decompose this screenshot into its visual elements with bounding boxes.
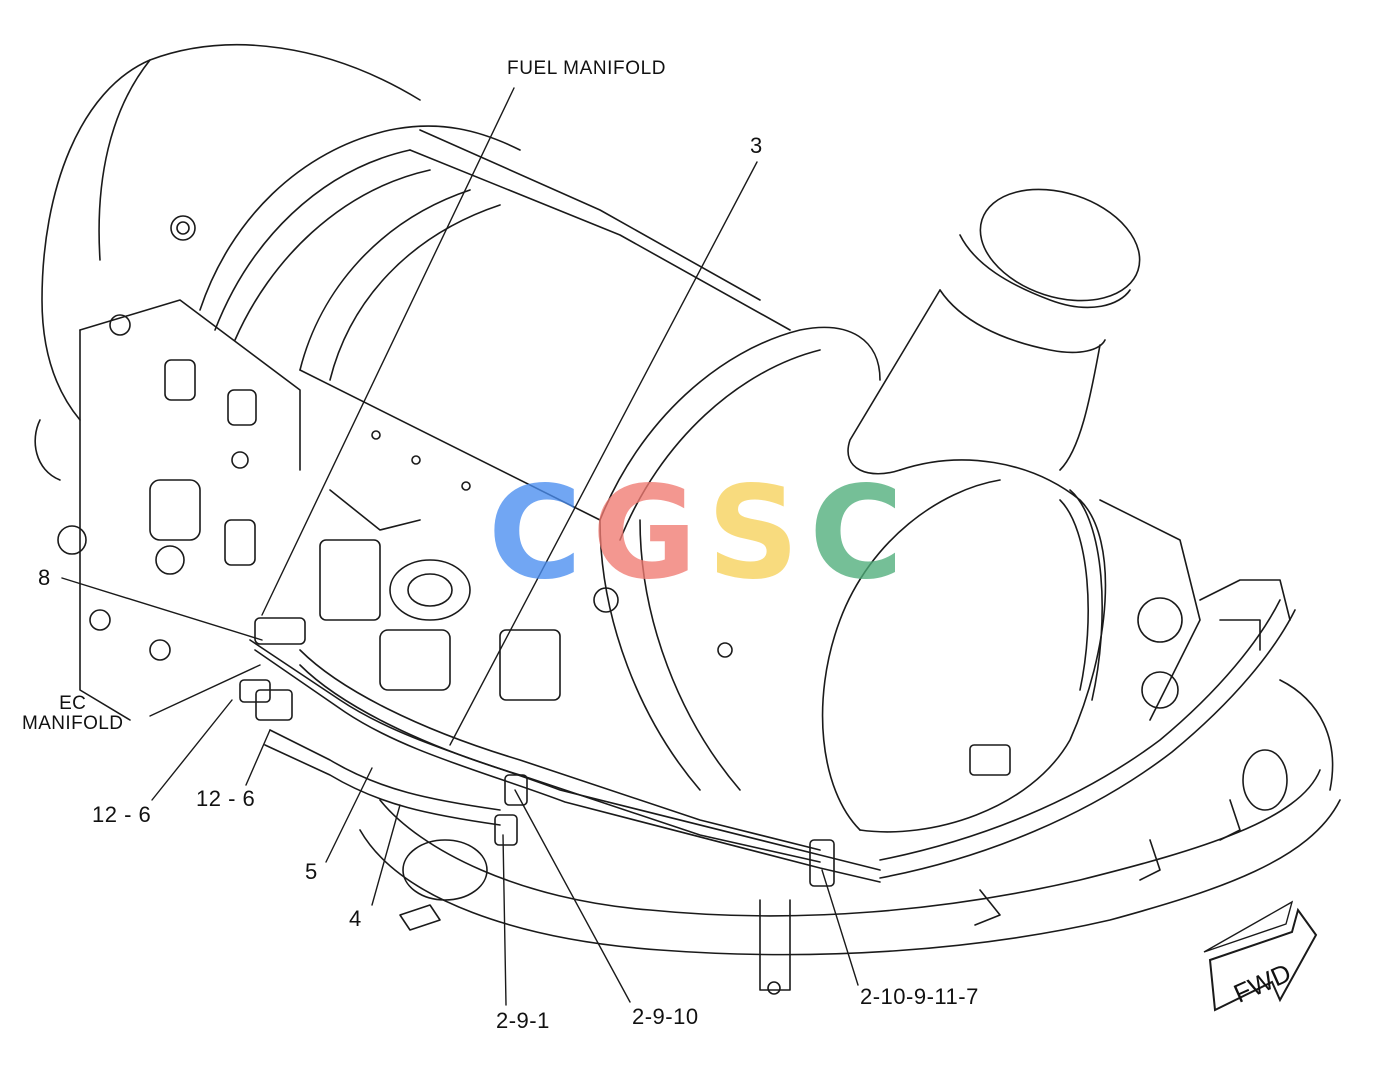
engine-casing <box>199 125 881 791</box>
callout-fuel-manifold: FUEL MANIFOLD <box>507 58 667 79</box>
tube-routing <box>239 599 1296 887</box>
watermark-letter-2: G <box>591 459 707 608</box>
callout-item-8: 8 <box>38 565 51 590</box>
right-accessories <box>969 499 1334 791</box>
callout-ec-manifold-line1: EC <box>59 693 87 714</box>
watermark-letter-1: C <box>488 459 592 608</box>
callout-item-12-6-left: 12 - 6 <box>92 802 152 827</box>
callout-item-2-10-9-11-7: 2-10-9-11-7 <box>860 984 979 1009</box>
leader-lines <box>61 87 859 1006</box>
accessory-plate <box>34 299 301 721</box>
fwd-arrow: FWD <box>1203 900 1318 1012</box>
callout-item-12-6-right: 12 - 6 <box>196 786 256 811</box>
callout-item-3: 3 <box>750 133 763 158</box>
callout-item-5: 5 <box>305 859 318 884</box>
watermark-letter-3: S <box>707 459 810 608</box>
intake-duct <box>821 188 1141 833</box>
lower-manifold <box>359 749 1341 995</box>
center-accessories <box>319 489 619 701</box>
callout-item-2-9-1: 2-9-1 <box>496 1008 550 1033</box>
watermark-letter-4: C <box>809 459 914 608</box>
callout-item-4: 4 <box>349 906 362 931</box>
watermark-logo: CGSC <box>488 470 913 598</box>
callout-ec-manifold-line2: MANIFOLD <box>22 712 124 734</box>
callout-item-2-9-10: 2-9-10 <box>632 1004 699 1029</box>
callout-ec-manifold: EC MANIFOLD <box>22 694 123 734</box>
exhaust-disc <box>41 44 421 421</box>
